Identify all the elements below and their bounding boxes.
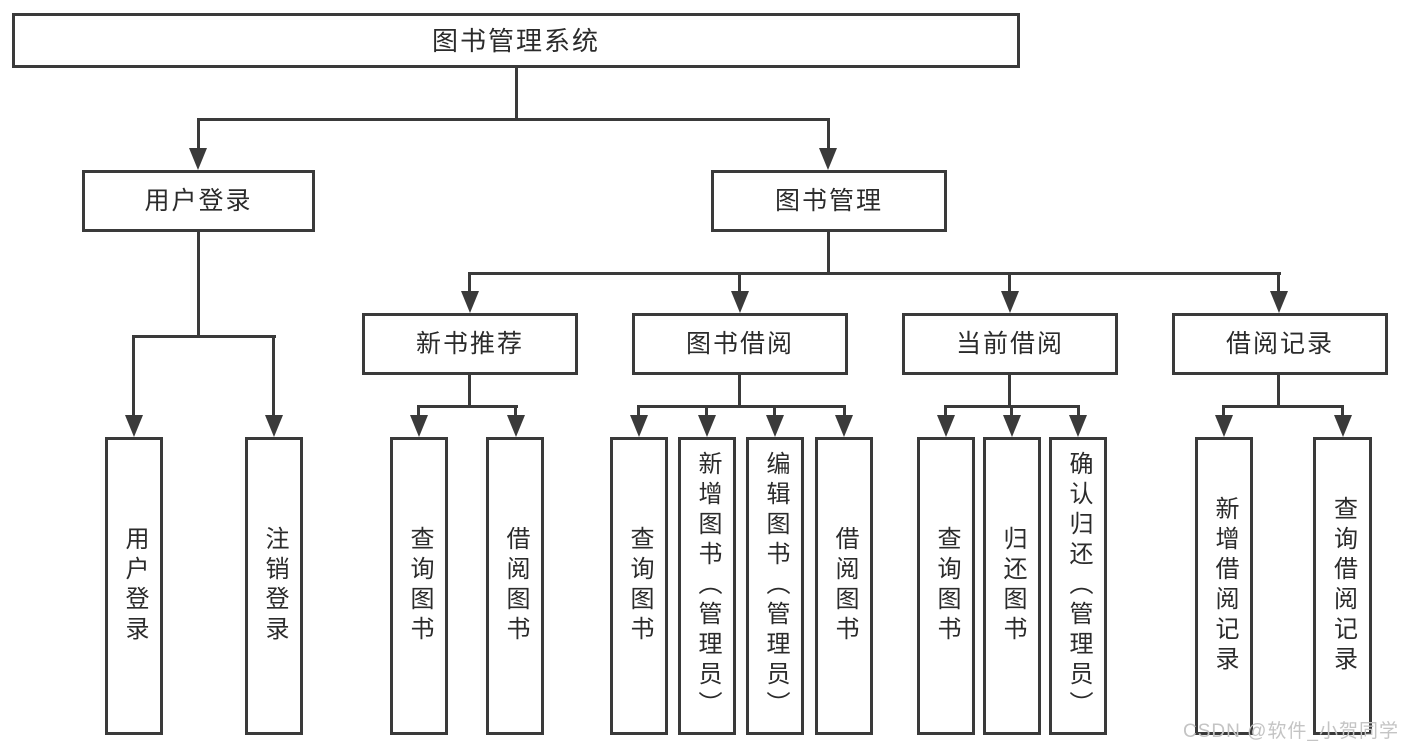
leaf-edit-books-admin: 编辑图书（管理员） (746, 437, 804, 735)
leaf-query-borrow-record: 查询借阅记录 (1313, 437, 1372, 735)
connector-line (637, 405, 846, 408)
connector-line (738, 272, 741, 293)
node-borrow-records: 借阅记录 (1172, 313, 1388, 375)
connector-line (843, 405, 846, 417)
leaf-label: 查询图书 (933, 526, 960, 646)
csdn-watermark: CSDN @软件_小贺同学 (1183, 721, 1399, 742)
arrow-down-icon (410, 415, 428, 437)
connector-line (738, 375, 741, 406)
arrow-down-icon (1001, 291, 1019, 313)
arrow-down-icon (731, 291, 749, 313)
node-root-system: 图书管理系统 (12, 13, 1020, 68)
leaf-label: 新增图书（管理员） (694, 451, 721, 721)
connector-line (132, 335, 276, 338)
leaf-query-books-recommend: 查询图书 (390, 437, 448, 735)
connector-line (637, 405, 640, 417)
leaf-label: 借阅图书 (831, 526, 858, 646)
connector-line (827, 118, 830, 150)
leaf-label: 查询图书 (406, 526, 433, 646)
arrow-down-icon (1069, 415, 1087, 437)
connector-line (468, 375, 471, 406)
leaf-query-books-borrow: 查询图书 (610, 437, 668, 735)
arrow-down-icon (1003, 415, 1021, 437)
connector-line (515, 68, 518, 120)
arrow-down-icon (507, 415, 525, 437)
node-current-borrow: 当前借阅 (902, 313, 1118, 375)
leaf-label: 新增借阅记录 (1211, 496, 1238, 676)
leaf-logout: 注销登录 (245, 437, 303, 735)
node-label: 图书借阅 (685, 329, 794, 358)
node-book-borrow: 图书借阅 (632, 313, 848, 375)
arrow-down-icon (189, 148, 207, 170)
connector-line (1077, 405, 1080, 417)
connector-line (827, 232, 830, 273)
leaf-query-books-current: 查询图书 (917, 437, 975, 735)
leaf-add-borrow-record: 新增借阅记录 (1195, 437, 1253, 735)
node-label: 图书管理系统 (431, 25, 600, 56)
leaf-label: 归还图书 (999, 526, 1026, 646)
arrow-down-icon (1334, 415, 1352, 437)
node-label: 借阅记录 (1225, 329, 1334, 358)
leaf-add-books-admin: 新增图书（管理员） (678, 437, 736, 735)
connector-line (1222, 405, 1225, 417)
node-new-book-recommend: 新书推荐 (362, 313, 578, 375)
connector-line (417, 405, 420, 417)
arrow-down-icon (461, 291, 479, 313)
leaf-return-books: 归还图书 (983, 437, 1041, 735)
node-user-login: 用户登录 (82, 170, 315, 232)
node-label: 图书管理 (774, 186, 883, 215)
arrow-down-icon (1215, 415, 1233, 437)
connector-line (197, 118, 200, 150)
arrow-down-icon (265, 415, 283, 437)
leaf-confirm-return-admin: 确认归还（管理员） (1049, 437, 1107, 735)
connector-line (1010, 405, 1013, 417)
connector-line (468, 272, 1281, 275)
leaf-label: 借阅图书 (502, 526, 529, 646)
leaf-user-login: 用户登录 (105, 437, 163, 735)
connector-line (1341, 405, 1344, 417)
arrow-down-icon (937, 415, 955, 437)
arrow-down-icon (766, 415, 784, 437)
leaf-borrow-books: 借阅图书 (815, 437, 873, 735)
connector-line (1277, 272, 1280, 293)
arrow-down-icon (819, 148, 837, 170)
connector-line (1222, 405, 1344, 408)
arrow-down-icon (630, 415, 648, 437)
arrow-down-icon (125, 415, 143, 437)
connector-line (132, 335, 135, 417)
node-label: 用户登录 (144, 186, 253, 215)
arrow-down-icon (698, 415, 716, 437)
connector-line (197, 232, 200, 336)
leaf-label: 查询借阅记录 (1329, 496, 1357, 676)
node-label: 新书推荐 (415, 329, 524, 358)
connector-line (1008, 375, 1011, 406)
connector-line (944, 405, 947, 417)
leaf-label: 查询图书 (626, 526, 653, 646)
leaf-label: 用户登录 (121, 526, 148, 646)
leaf-label: 确认归还（管理员） (1065, 451, 1092, 721)
connector-line (197, 118, 830, 121)
connector-line (417, 405, 518, 408)
leaf-label: 编辑图书（管理员） (762, 451, 789, 721)
connector-line (1008, 272, 1011, 293)
connector-line (272, 335, 275, 417)
leaf-borrow-books-recommend: 借阅图书 (486, 437, 544, 735)
leaf-label: 注销登录 (261, 526, 288, 646)
connector-line (514, 405, 517, 417)
node-book-management: 图书管理 (711, 170, 947, 232)
node-label: 当前借阅 (955, 329, 1064, 358)
connector-line (705, 405, 708, 417)
connector-line (773, 405, 776, 417)
connector-line (1277, 375, 1280, 406)
connector-line (468, 272, 471, 293)
arrow-down-icon (1270, 291, 1288, 313)
arrow-down-icon (835, 415, 853, 437)
